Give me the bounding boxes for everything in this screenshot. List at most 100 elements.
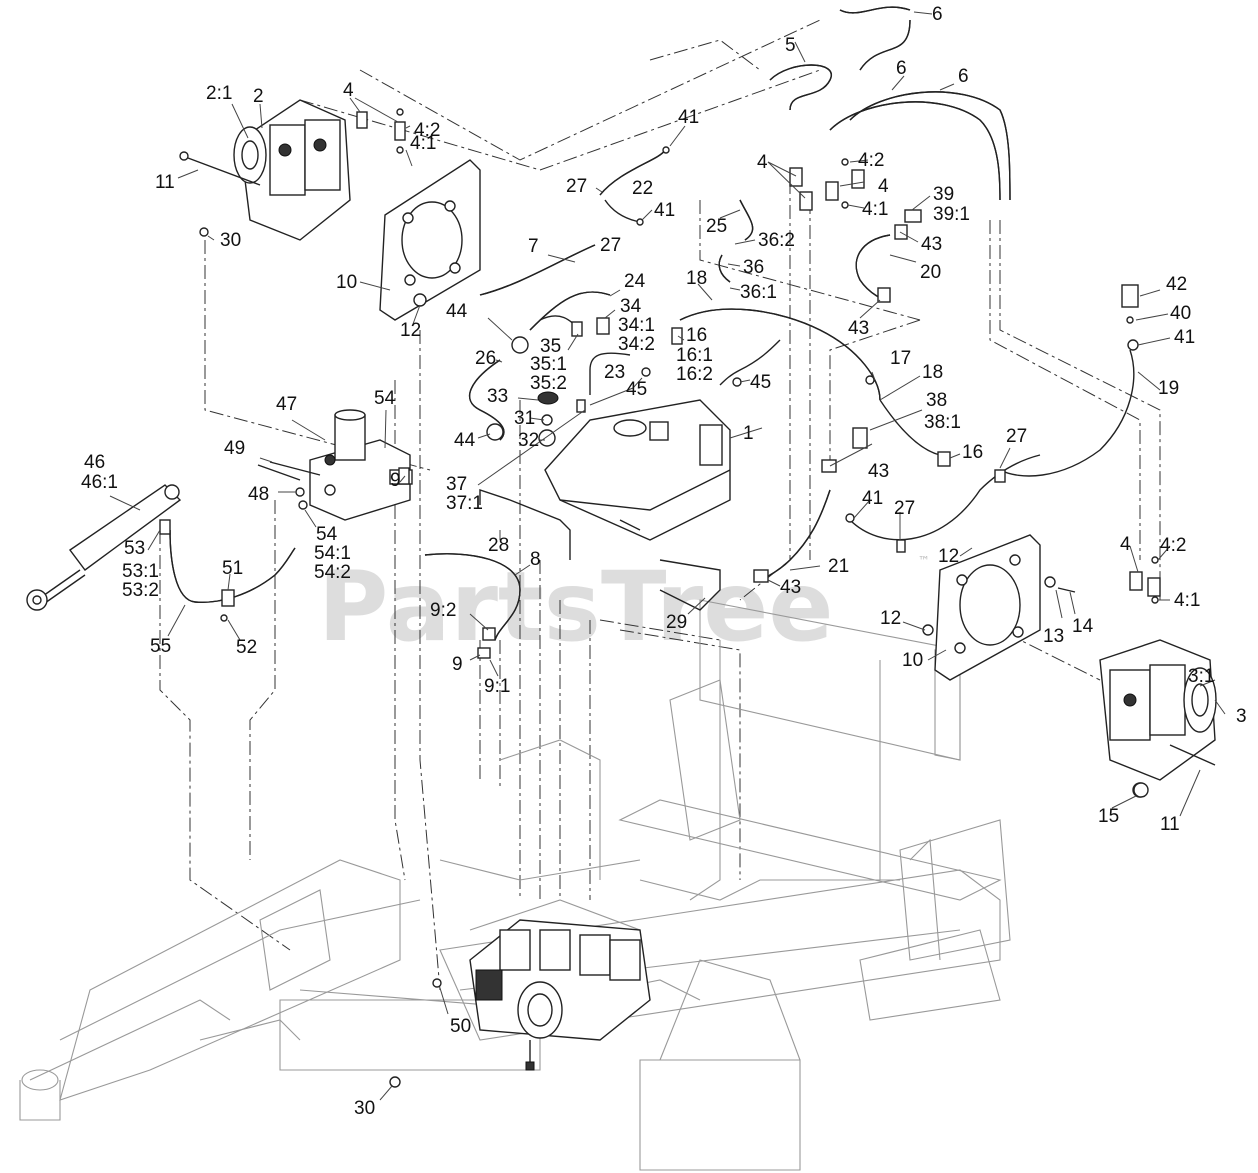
callout-label-42: 42 bbox=[1166, 274, 1188, 295]
callout-label-2-1: 2:1 bbox=[206, 83, 233, 104]
callout-label-43b: 43 bbox=[848, 318, 870, 339]
callout-label-3: 3 bbox=[1236, 706, 1247, 727]
watermark-text: PartsTree bbox=[318, 551, 833, 663]
callout-label-48: 48 bbox=[248, 484, 270, 505]
callout-label-16a: 16 bbox=[686, 325, 708, 346]
callout-label-39-1: 39:1 bbox=[933, 204, 970, 225]
callout-label-2: 2 bbox=[253, 86, 264, 107]
callout-label-4b: 4 bbox=[757, 152, 768, 173]
callout-label-9-2: 9:2 bbox=[430, 600, 457, 621]
callout-label-19: 19 bbox=[1158, 378, 1180, 399]
right-pump bbox=[1099, 639, 1217, 798]
callout-label-3-1: 3:1 bbox=[1188, 666, 1215, 687]
callout-label-41b: 41 bbox=[654, 200, 676, 221]
callout-label-45b: 45 bbox=[750, 372, 772, 393]
callout-label-23: 23 bbox=[604, 362, 626, 383]
callout-label-41c: 41 bbox=[862, 488, 884, 509]
callout-label-4-2a: 4:2 bbox=[414, 120, 441, 141]
callout-label-6c: 6 bbox=[958, 66, 969, 87]
callout-label-25: 25 bbox=[706, 216, 728, 237]
callout-label-12b: 12 bbox=[880, 608, 902, 629]
callout-label-16-2: 16:2 bbox=[676, 364, 713, 385]
callout-label-6a: 6 bbox=[932, 4, 943, 25]
callout-label-6b: 6 bbox=[896, 58, 907, 79]
callout-label-30a: 30 bbox=[220, 230, 242, 251]
callout-label-34-2: 34:2 bbox=[618, 334, 655, 355]
callout-label-10a: 10 bbox=[336, 272, 358, 293]
left-pump bbox=[179, 99, 351, 241]
callout-label-40: 40 bbox=[1170, 303, 1192, 324]
callout-label-35: 35 bbox=[540, 336, 562, 357]
callout-label-11b: 11 bbox=[1160, 814, 1180, 835]
callout-label-4-2b: 4:2 bbox=[858, 150, 885, 171]
callout-label-21: 21 bbox=[828, 556, 850, 577]
hydraulic-tank bbox=[544, 399, 731, 541]
callout-label-52: 52 bbox=[236, 637, 258, 658]
callout-label-31: 31 bbox=[514, 408, 536, 429]
hoses bbox=[169, 6, 1135, 641]
callout-label-12c: 12 bbox=[938, 546, 960, 567]
callout-label-20: 20 bbox=[920, 262, 942, 283]
callout-label-43c: 43 bbox=[868, 461, 890, 482]
callout-label-30b: 30 bbox=[354, 1098, 376, 1119]
callout-label-9a: 9 bbox=[390, 470, 401, 491]
callout-label-37: 37 bbox=[446, 474, 468, 495]
callout-label-27c: 27 bbox=[1006, 426, 1028, 447]
callout-label-9b: 9 bbox=[452, 654, 463, 675]
callout-label-39: 39 bbox=[933, 184, 955, 205]
callout-label-36-1: 36:1 bbox=[740, 282, 777, 303]
callout-label-34-1: 34:1 bbox=[618, 315, 655, 336]
callout-label-13: 13 bbox=[1043, 626, 1065, 647]
callout-label-50: 50 bbox=[450, 1016, 472, 1037]
callout-label-43a: 43 bbox=[921, 234, 943, 255]
callout-label-26: 26 bbox=[475, 348, 497, 369]
callout-label-41d: 41 bbox=[1174, 327, 1196, 348]
callout-label-37-1: 37:1 bbox=[446, 493, 483, 514]
callout-label-16-1: 16:1 bbox=[676, 345, 713, 366]
callout-label-36-2: 36:2 bbox=[758, 230, 795, 251]
callout-label-12a: 12 bbox=[400, 320, 422, 341]
valve-block bbox=[269, 409, 413, 521]
callout-label-32: 32 bbox=[518, 430, 540, 451]
callout-label-54b: 54 bbox=[316, 524, 338, 545]
callout-label-35-1: 35:1 bbox=[530, 354, 567, 375]
callout-label-18a: 18 bbox=[686, 268, 708, 289]
callout-label-4-2c: 4:2 bbox=[1160, 535, 1187, 556]
callout-label-35-2: 35:2 bbox=[530, 373, 567, 394]
callout-label-16b: 16 bbox=[962, 442, 984, 463]
callout-label-17: 17 bbox=[890, 348, 912, 369]
callout-label-11a: 11 bbox=[155, 172, 175, 193]
callout-label-4-1c: 4:1 bbox=[1174, 590, 1201, 611]
callout-label-47: 47 bbox=[276, 394, 298, 415]
callout-label-9-1: 9:1 bbox=[484, 676, 511, 697]
callout-label-49: 49 bbox=[224, 438, 246, 459]
callout-label-38-1: 38:1 bbox=[924, 412, 961, 433]
callout-label-1: 1 bbox=[743, 423, 754, 444]
left-bracket-plate bbox=[379, 159, 481, 321]
callout-label-28: 28 bbox=[488, 535, 510, 556]
callout-label-44b: 44 bbox=[454, 430, 476, 451]
callout-label-54-1: 54:1 bbox=[314, 543, 351, 564]
callout-label-53-1: 53:1 bbox=[122, 561, 159, 582]
callout-label-55: 55 bbox=[150, 636, 172, 657]
callout-label-54a: 54 bbox=[374, 388, 396, 409]
callout-label-4-1a: 4:1 bbox=[410, 133, 437, 154]
callout-label-53: 53 bbox=[124, 538, 146, 559]
callout-label-46-1: 46:1 bbox=[81, 472, 118, 493]
callout-label-27a: 27 bbox=[566, 176, 588, 197]
callout-label-4a: 4 bbox=[343, 80, 354, 101]
callout-label-34: 34 bbox=[620, 296, 642, 317]
callout-label-53-2: 53:2 bbox=[122, 580, 159, 601]
callout-label-51: 51 bbox=[222, 558, 244, 579]
right-bracket-plate bbox=[922, 534, 1076, 681]
central-hydro-unit bbox=[469, 919, 651, 1071]
callout-label-36: 36 bbox=[743, 257, 765, 278]
callout-label-4-1b: 4:1 bbox=[862, 199, 889, 220]
callout-label-27b: 27 bbox=[600, 235, 622, 256]
callout-label-4d: 4 bbox=[1120, 534, 1131, 555]
callout-label-4c: 4 bbox=[878, 176, 889, 197]
callout-label-22: 22 bbox=[632, 178, 654, 199]
callout-label-18b: 18 bbox=[922, 362, 944, 383]
callout-label-54-2: 54:2 bbox=[314, 562, 351, 583]
callout-label-43d: 43 bbox=[780, 577, 802, 598]
